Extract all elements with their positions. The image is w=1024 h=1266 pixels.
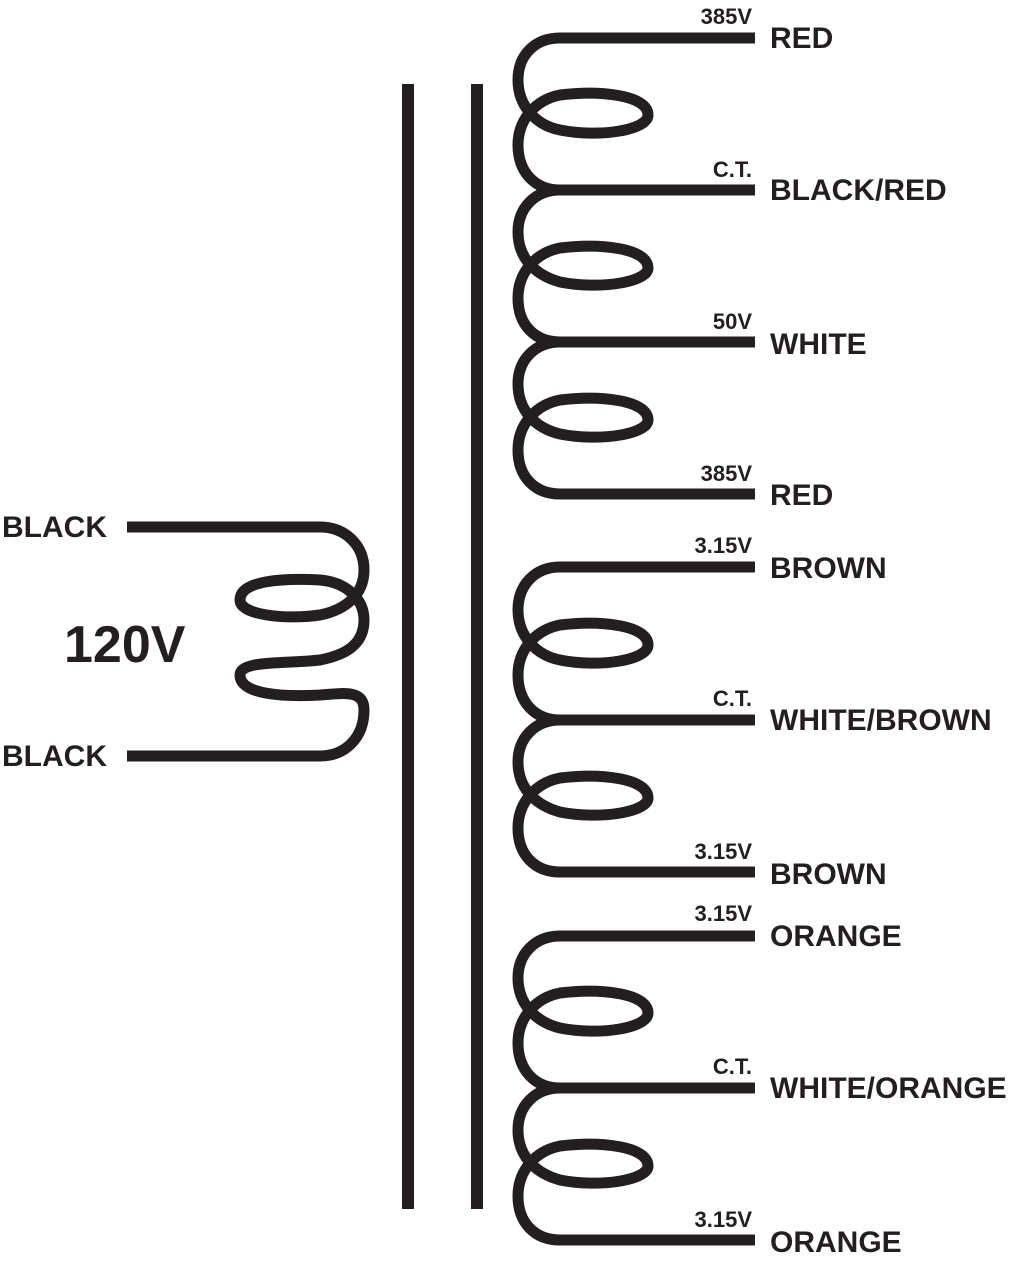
heater2-tap-2-voltage: C.T. [713, 1054, 752, 1079]
hv-tap-1-wire: RED [770, 22, 833, 55]
heater1-tap-1-voltage: 3.15V [695, 533, 753, 558]
hv-tap-3-wire: WHITE [770, 328, 867, 361]
hv-tap-3-voltage: 50V [713, 309, 752, 334]
hv-tap-4-voltage: 385V [701, 461, 753, 486]
heater2-tap-3-voltage: 3.15V [695, 1207, 753, 1232]
hv-tap-2-voltage: C.T. [713, 157, 752, 182]
primary-lead-bottom-label: BLACK [2, 740, 107, 773]
heater-secondary-2-winding: 3.15V ORANGE C.T. WHITE/ORANGE 3.15V ORA… [512, 901, 1007, 1259]
heater1-tap-2-voltage: C.T. [713, 686, 752, 711]
heater1-tap-3-voltage: 3.15V [695, 839, 753, 864]
heater1-tap-1-wire: BROWN [770, 552, 887, 585]
heater2-tap-1-voltage: 3.15V [695, 901, 753, 926]
heater1-tap-2-wire: WHITE/BROWN [770, 704, 992, 737]
heater2-tap-3-wire: ORANGE [770, 1226, 902, 1259]
heater2-tap-1-wire: ORANGE [770, 920, 902, 953]
hv-tap-4-wire: RED [770, 479, 833, 512]
core-bar-right [471, 84, 483, 1209]
heater1-tap-3-wire: BROWN [770, 858, 887, 891]
hv-tap-2-wire: BLACK/RED [770, 174, 947, 207]
core-bar-left [402, 84, 414, 1209]
heater2-tap-2-wire: WHITE/ORANGE [770, 1072, 1007, 1105]
heater-secondary-1-winding: 3.15V BROWN C.T. WHITE/BROWN 3.15V BROWN [512, 533, 992, 891]
primary-voltage-label: 120V [64, 616, 186, 674]
primary-lead-top-label: BLACK [2, 511, 107, 544]
hv-secondary-winding: 385V RED C.T. BLACK/RED 50V WHITE 385V R… [512, 4, 947, 512]
primary-winding: BLACK BLACK 120V [2, 511, 370, 773]
hv-tap-1-voltage: 385V [701, 4, 753, 29]
